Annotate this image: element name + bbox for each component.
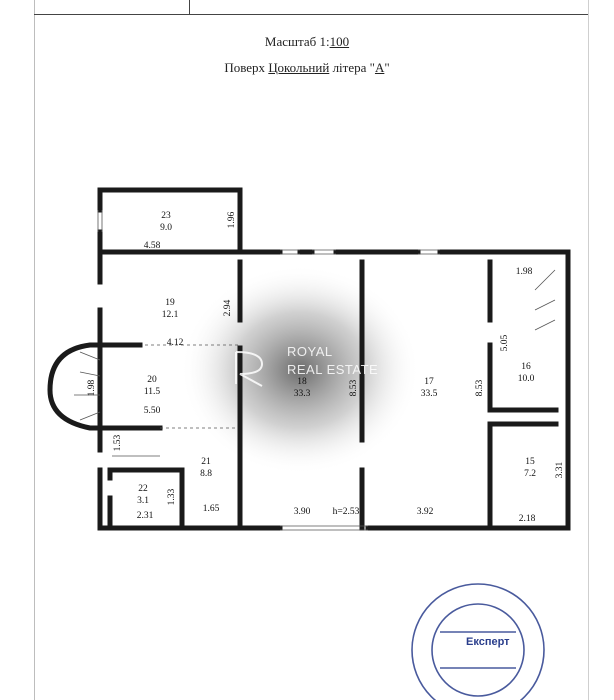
- page-edge-left: [34, 0, 35, 700]
- wall-room-23: [97, 187, 243, 255]
- dim-853-a: 8.53: [349, 379, 359, 396]
- openings: [74, 210, 556, 531]
- floor-heading: Поверх Цокольний літера "А": [0, 60, 614, 76]
- dim-458: 4.58: [144, 241, 161, 251]
- dim-390: 3.90: [294, 507, 311, 517]
- floor-name: Цокольний: [268, 60, 330, 75]
- wall-room-16: [487, 259, 559, 413]
- floor-prefix: Поверх: [224, 60, 269, 75]
- room-20-number: 20: [147, 375, 157, 385]
- dim-133: 1.33: [167, 488, 177, 505]
- watermark-line2: REAL ESTATE: [287, 362, 379, 377]
- floor-middle: літера ": [329, 60, 375, 75]
- dim-231: 2.31: [137, 511, 154, 521]
- dim-392: 3.92: [417, 507, 434, 517]
- dim-198-b: 1.98: [516, 267, 533, 277]
- dim-331: 3.31: [555, 461, 565, 478]
- scale-prefix: Масштаб 1:: [264, 34, 330, 49]
- walls: [47, 187, 571, 531]
- window-left-23: [97, 210, 103, 232]
- room-17-number: 17: [424, 377, 434, 387]
- dim-853-b: 8.53: [475, 379, 485, 396]
- room-15-area: 7.2: [524, 469, 536, 479]
- window-top-3: [418, 249, 440, 255]
- stair-20: [74, 351, 101, 421]
- room-22-area: 3.1: [137, 496, 149, 506]
- top-table-fragment: [34, 0, 588, 15]
- room-22-number: 22: [138, 484, 148, 494]
- window-top-2: [312, 249, 336, 255]
- room-15-number: 15: [525, 457, 535, 467]
- room-17-area: 33.5: [421, 389, 438, 399]
- room-18-area: 33.3: [294, 389, 311, 399]
- watermark-logo-icon: [235, 351, 264, 387]
- expert-stamp-icon: [411, 583, 545, 700]
- room-21-area: 8.8: [200, 469, 212, 479]
- room-19-number: 19: [165, 298, 175, 308]
- dim-198: 1.98: [87, 379, 97, 396]
- wall-room-22: [107, 467, 185, 531]
- wall-room-15: [487, 421, 559, 531]
- page-edge-right: [588, 0, 589, 700]
- dim-550: 5.50: [144, 406, 161, 416]
- door-bottom: [280, 525, 368, 531]
- dim-196: 1.96: [227, 211, 237, 228]
- floor-suffix: ": [384, 60, 390, 75]
- dim-294: 2.94: [223, 299, 233, 316]
- dim-505: 5.05: [500, 334, 510, 351]
- scale-heading: Масштаб 1:100: [0, 34, 614, 50]
- scale-value: 100: [329, 34, 350, 49]
- window-top-1: [280, 249, 300, 255]
- wall-bay: [47, 342, 103, 431]
- stamp-title: Експерт: [466, 636, 510, 648]
- dim-218: 2.18: [519, 514, 536, 524]
- room-21-number: 21: [201, 457, 211, 467]
- dim-153: 1.53: [113, 434, 123, 451]
- table-divider: [189, 0, 190, 14]
- dim-412: 4.12: [167, 338, 184, 348]
- stair-16: [534, 269, 556, 331]
- room-16-number: 16: [521, 362, 531, 372]
- dim-height: h=2.53: [333, 507, 360, 517]
- room-18-number: 18: [297, 377, 307, 387]
- room-23-area: 9.0: [160, 223, 172, 233]
- floor-letter: А: [374, 60, 385, 75]
- watermark-line1: ROYAL: [287, 344, 333, 359]
- room-16-area: 10.0: [518, 374, 535, 384]
- room-20-area: 11.5: [144, 387, 161, 397]
- room-19-area: 12.1: [162, 310, 179, 320]
- dim-165: 1.65: [203, 504, 220, 514]
- room-23-number: 23: [161, 211, 171, 221]
